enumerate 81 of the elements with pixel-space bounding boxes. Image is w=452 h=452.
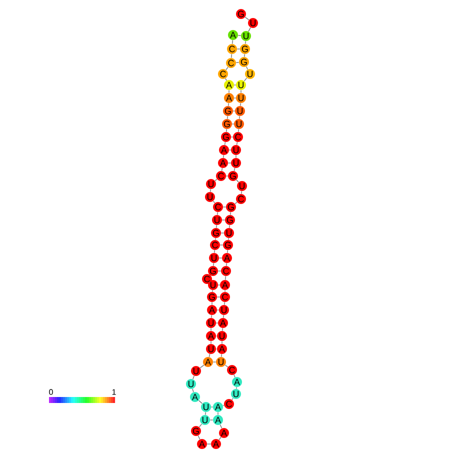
backbone-line (213, 262, 214, 266)
base-pair-line (220, 232, 224, 234)
backbone-line (208, 354, 210, 358)
backbone-line (224, 364, 228, 368)
backbone-line (218, 436, 222, 440)
backbone-line (241, 190, 242, 194)
base-pair-line (218, 270, 222, 272)
backbone-line (216, 224, 217, 228)
backbone-line (224, 302, 225, 306)
backbone-line (200, 364, 204, 368)
backbone-line (221, 354, 222, 358)
backbone-line (236, 386, 237, 390)
backbone-line (214, 178, 218, 182)
backbone-line (229, 224, 230, 228)
backbone-line (225, 78, 227, 81)
base-pair-line (228, 162, 232, 164)
backbone-line (228, 102, 229, 106)
backbone-line (245, 40, 246, 44)
backbone-line (227, 116, 228, 120)
backbone-line (226, 262, 227, 266)
base-pair-line (236, 62, 240, 63)
backbone-line (225, 276, 226, 280)
backbone-line (222, 328, 223, 332)
base-pair-line (236, 48, 240, 50)
backbone-line (230, 212, 231, 216)
backbone-line (244, 16, 250, 20)
backbone-line (212, 290, 213, 292)
backbone-line (210, 328, 212, 332)
backbone-line (228, 90, 230, 94)
backbone-line (236, 142, 238, 146)
backbone-line (192, 376, 194, 380)
backbone-line (215, 238, 216, 240)
backbone-line (232, 398, 234, 400)
base-pair-line (232, 110, 236, 112)
backbone-line (224, 290, 226, 292)
scale-label: 1 (112, 389, 116, 395)
backbone-line (198, 400, 202, 404)
backbone-line (238, 128, 239, 132)
backbone-line (212, 200, 216, 204)
backbone-line (217, 212, 218, 216)
backbone-line (224, 142, 226, 146)
base-pair-line (216, 322, 218, 324)
base-pair-line (216, 296, 220, 298)
backbone-line (246, 66, 248, 70)
base-pair-line (218, 284, 220, 286)
backbone-line (211, 314, 212, 318)
backbone-line (226, 128, 227, 132)
base-pair-line (222, 206, 226, 208)
backbone-line (248, 27, 251, 32)
backbone-line (227, 250, 228, 254)
backbone-line (205, 412, 206, 416)
backbone-line (214, 250, 215, 254)
backbone-line (220, 424, 222, 429)
backbone-line (244, 54, 245, 58)
backbone-line (192, 388, 194, 392)
backbone-line (232, 40, 233, 44)
backbone-line (231, 54, 232, 58)
backbone-line (223, 314, 224, 318)
base-pair-line (210, 406, 214, 408)
backbone-line (209, 281, 211, 283)
backbone-line (228, 238, 229, 240)
backbone-line (223, 154, 224, 158)
base-pair-line (234, 84, 236, 86)
base-pair-line (230, 136, 234, 138)
backbone-line (244, 78, 248, 82)
backbone-line (210, 188, 211, 192)
base-pair-line (238, 35, 242, 36)
backbone-line (239, 116, 240, 120)
backbone-line (199, 424, 202, 428)
backbone-line (240, 102, 241, 106)
backbone-line (234, 374, 236, 378)
backbone-line (198, 435, 200, 440)
backbone-line (240, 90, 242, 94)
backbone-line (236, 180, 239, 182)
scale-label: 0 (49, 389, 53, 395)
backbone-line (234, 202, 238, 204)
backbone-line (222, 168, 223, 172)
backbone-line (210, 340, 212, 344)
backbone-line (226, 66, 228, 70)
backbone-line (234, 168, 236, 172)
base-pair-line (220, 244, 224, 246)
